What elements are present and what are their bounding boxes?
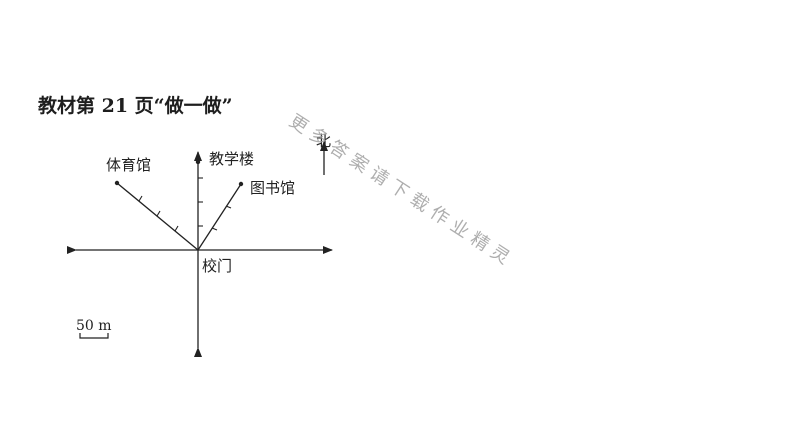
gym-ray-ticks bbox=[138, 195, 179, 232]
teaching-building-point bbox=[195, 159, 201, 165]
gym-label: 体育馆 bbox=[106, 156, 151, 174]
page-title: 教材第 21 页“做一做” bbox=[38, 95, 233, 117]
scale-label: 50 m bbox=[76, 318, 112, 334]
teaching-building-label: 教学楼 bbox=[209, 150, 254, 168]
library-point bbox=[238, 181, 244, 187]
north-label: 北 bbox=[316, 132, 331, 150]
school-gate-label: 校门 bbox=[202, 257, 232, 275]
vertical-axis-ticks bbox=[198, 177, 203, 227]
library-ray-ticks bbox=[211, 205, 232, 231]
gym-ray bbox=[116, 182, 199, 251]
gym-point bbox=[114, 180, 120, 186]
library-ray bbox=[197, 183, 242, 251]
scale-bar bbox=[79, 333, 109, 339]
watermark: 更多答案请下载作业精灵 bbox=[285, 111, 518, 272]
library-label: 图书馆 bbox=[250, 179, 295, 197]
